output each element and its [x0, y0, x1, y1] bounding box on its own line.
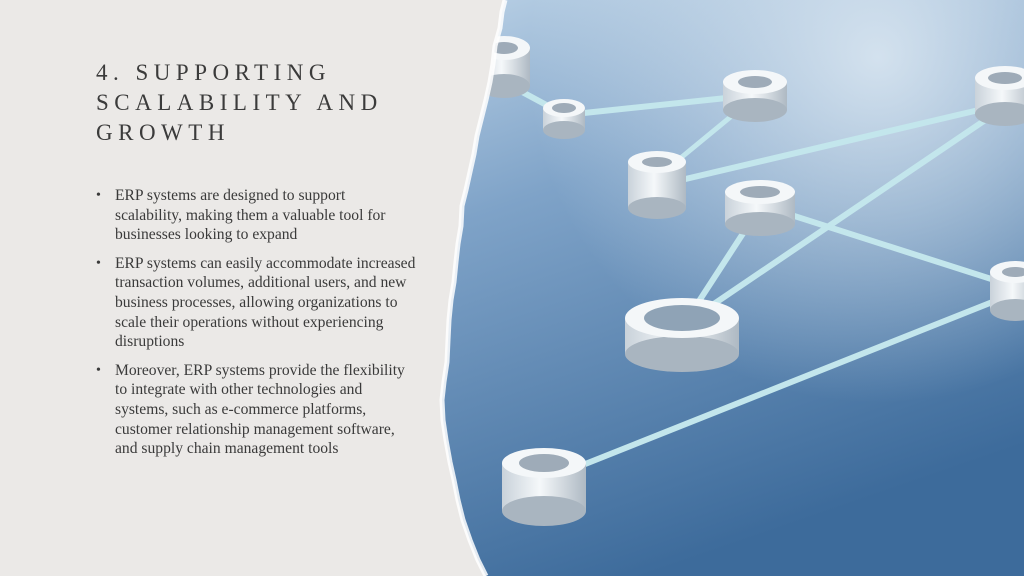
bullet-text: Moreover, ERP systems provide the flexib… — [115, 361, 405, 458]
bullet-marker: • — [96, 188, 101, 203]
bullet-marker: • — [96, 362, 101, 378]
bullet-item: • ERP systems are designed to support sc… — [96, 186, 416, 245]
slide-title: 4. SUPPORTING SCALABILITY AND GROWTH — [96, 60, 383, 145]
bullet-item: • Moreover, ERP systems provide the flex… — [96, 361, 416, 459]
bullet-list: • ERP systems are designed to support sc… — [96, 186, 416, 468]
bullet-text: ERP systems are designed to support scal… — [115, 187, 386, 244]
bullet-item: • ERP systems can easily accommodate inc… — [96, 254, 416, 352]
bullet-marker: • — [96, 255, 101, 271]
bullet-text: ERP systems can easily accommodate incre… — [115, 254, 416, 351]
